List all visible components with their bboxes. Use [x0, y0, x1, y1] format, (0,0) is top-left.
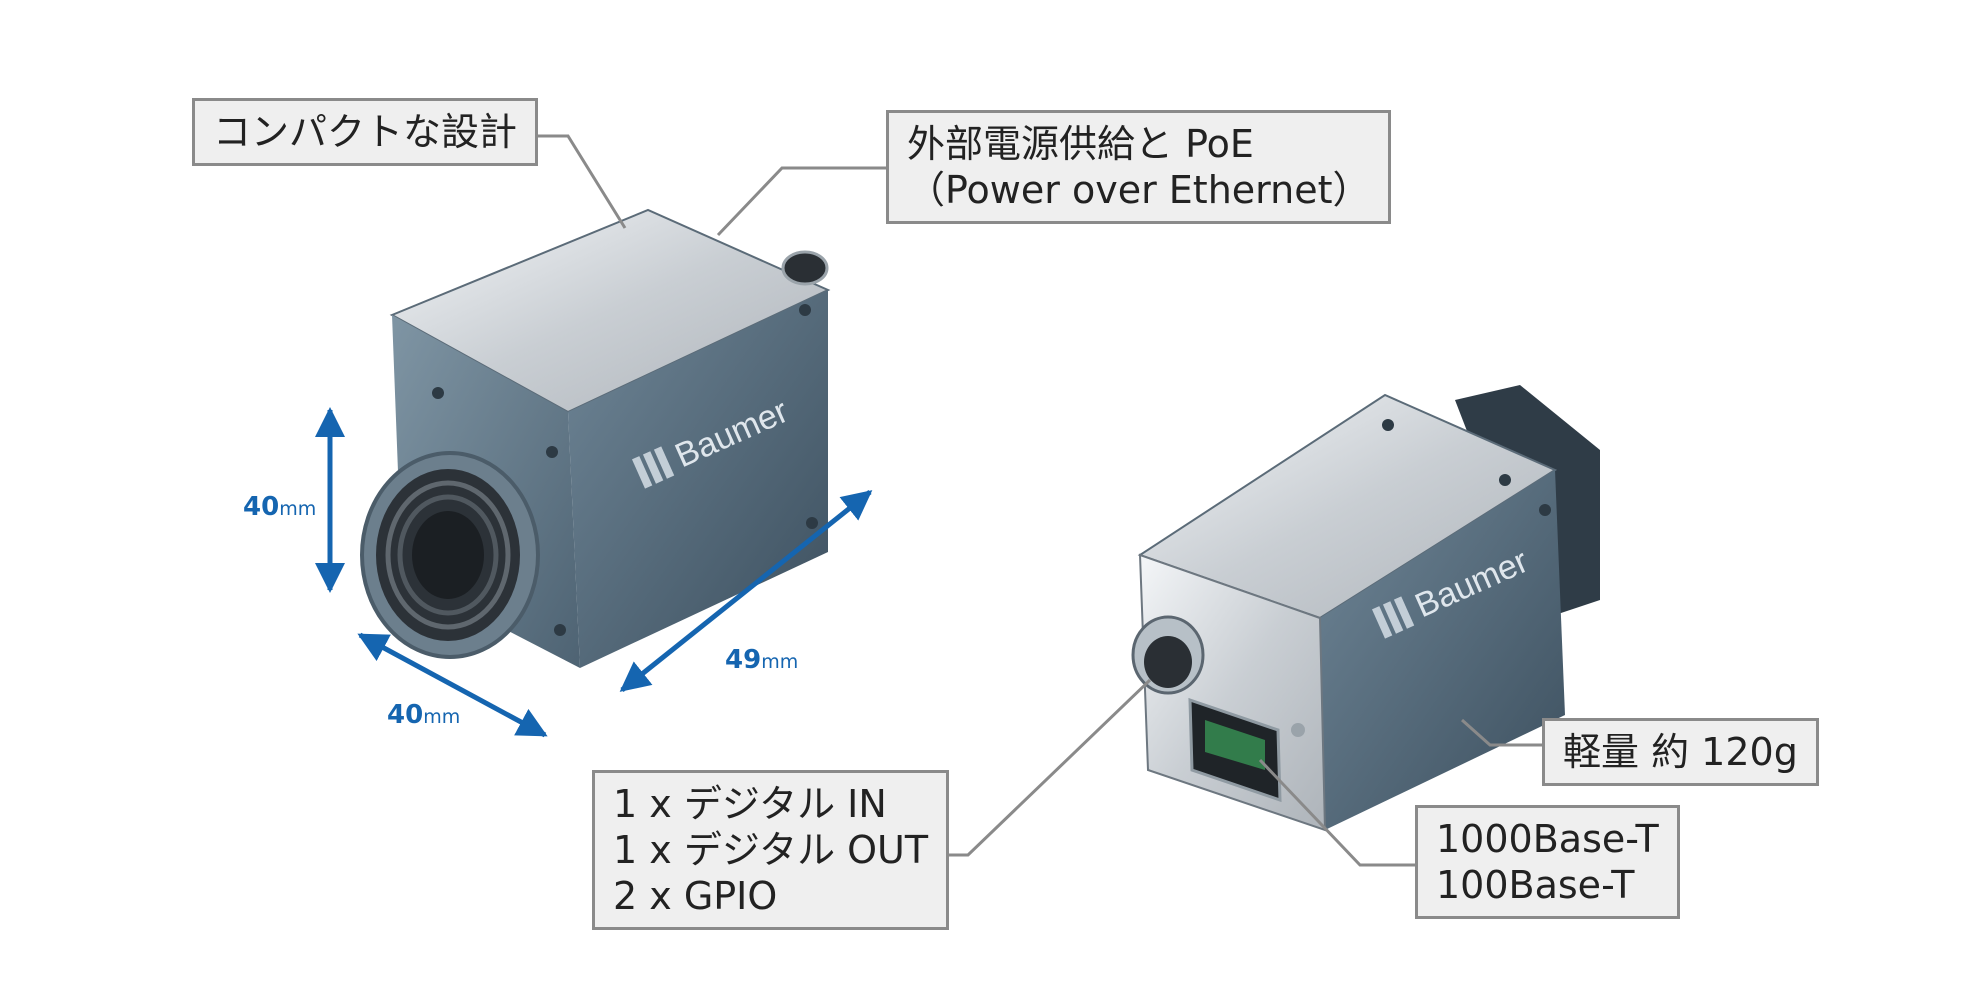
dimension-value: 40 [243, 492, 280, 522]
callout-text: 軽量 約 120g [1563, 730, 1798, 774]
callout-text: 1 x デジタル IN [613, 782, 887, 826]
rear-side-face [1320, 470, 1565, 830]
callout-text: 1000Base-T [1436, 817, 1659, 861]
width-arrow [357, 632, 548, 738]
dimension-length-label: 49mm [725, 645, 798, 675]
callout-digital-io: 1 x デジタル IN 1 x デジタル OUT 2 x GPIO [592, 770, 950, 930]
callout-text: 1 x デジタル OUT [613, 828, 929, 872]
c-mount-lens-ring [360, 451, 540, 659]
callout-text: 2 x GPIO [613, 874, 778, 918]
camera-front-view: Baumer [360, 208, 831, 668]
callout-network: 1000Base-T 100Base-T [1415, 805, 1680, 919]
camera-rear-view: Baumer [1131, 385, 1600, 832]
leader-weight [1461, 718, 1542, 747]
callout-power-poe: 外部電源供給と PoE （Power over Ethernet） [886, 110, 1392, 224]
callout-weight: 軽量 約 120g [1542, 718, 1819, 786]
callout-text: コンパクトな設計 [213, 110, 518, 154]
rj45-ethernet-port [1188, 697, 1282, 803]
leader-io [922, 678, 1152, 857]
m8-io-connector [1131, 615, 1205, 695]
leader-power [716, 166, 886, 237]
connector-port [781, 250, 829, 286]
dimension-value: 49 [725, 645, 762, 675]
dimension-unit: mm [279, 498, 317, 520]
callout-compact-design: コンパクトな設計 [192, 98, 539, 166]
length-arrow [619, 490, 873, 692]
callout-text: 100Base-T [1436, 863, 1635, 907]
dimension-height-label: 40mm [243, 492, 316, 522]
leader-network [1258, 758, 1415, 867]
dimension-unit: mm [423, 706, 461, 728]
callout-text: （Power over Ethernet） [907, 168, 1371, 212]
dimension-value: 40 [387, 700, 424, 730]
dimension-width-label: 40mm [387, 700, 460, 730]
callout-text: 外部電源供給と PoE [907, 122, 1254, 166]
dimension-unit: mm [761, 651, 799, 673]
